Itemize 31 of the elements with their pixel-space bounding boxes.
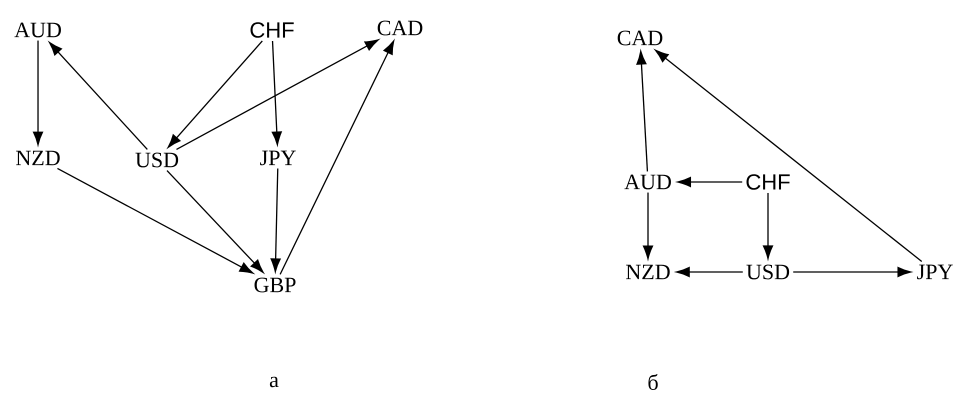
arrow (676, 266, 743, 278)
arrow (176, 39, 379, 150)
currency-label: CHF (746, 174, 790, 190)
arrow (32, 40, 44, 146)
currency-label: AUD (14, 22, 61, 38)
currency-label: USD (746, 264, 790, 280)
currency-label: CAD (618, 30, 662, 46)
arrow (272, 40, 282, 146)
panel-label: б (648, 374, 658, 390)
currency-label: JPY (917, 264, 953, 280)
currency-label: GBP (254, 278, 296, 292)
currency-label: CAD (378, 20, 422, 36)
arrow (49, 42, 148, 150)
arrow (793, 266, 912, 278)
arrow (642, 192, 654, 260)
currency-label: NZD (626, 264, 670, 280)
panel-label: а (270, 376, 279, 388)
arrow (636, 50, 648, 172)
arrow (280, 40, 394, 275)
currency-label: USD (135, 152, 178, 168)
currency-label: AUD (624, 174, 671, 190)
arrow (166, 170, 264, 273)
arrow (168, 40, 263, 148)
arrow (762, 192, 774, 260)
arrow (270, 168, 281, 272)
currency-label: CHF (250, 22, 294, 38)
currency-label: NZD (16, 150, 60, 166)
arrow (57, 168, 254, 274)
currency-label: JPY (260, 150, 296, 166)
arrow (677, 176, 742, 188)
arrow (654, 50, 922, 262)
